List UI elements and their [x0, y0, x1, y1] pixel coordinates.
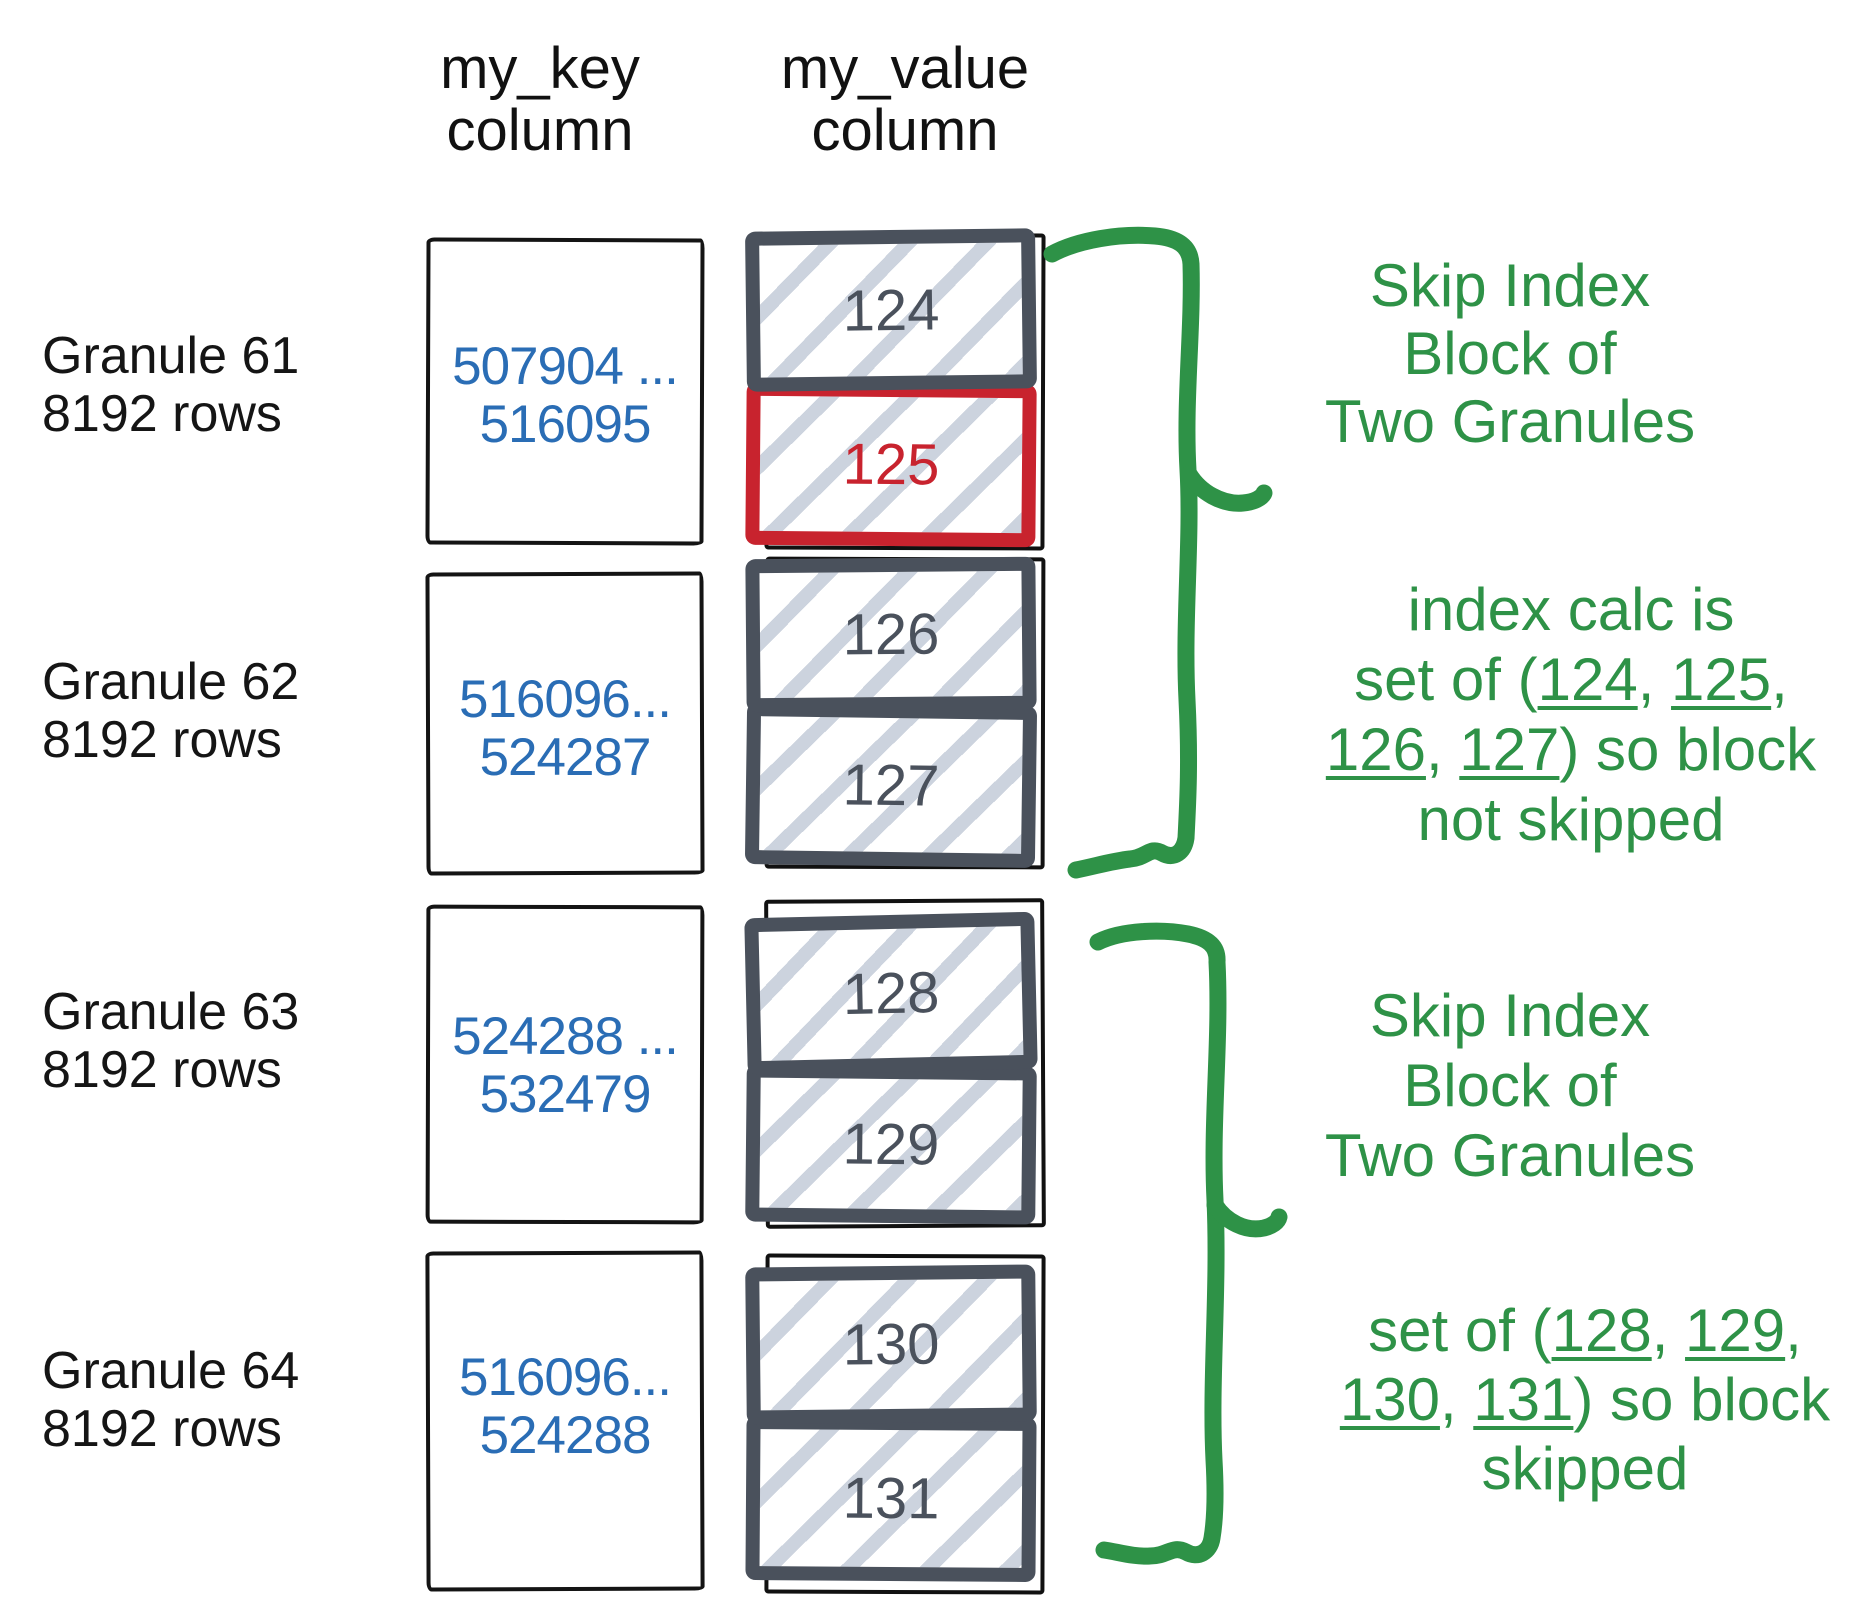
granule-63-key-from: 524288 ... — [452, 1007, 679, 1066]
value-block-130: 130 — [745, 1264, 1037, 1425]
my-key-header-line1: my_key — [440, 36, 640, 101]
value-block-131-label: 131 — [842, 1465, 940, 1532]
skip-block-2-title: Skip Index Block of Two Granules — [1230, 981, 1790, 1191]
granule-61-rows: 8192 rows — [42, 385, 282, 443]
underlined-value-126: 126 — [1325, 716, 1426, 783]
underlined-value-128: 128 — [1551, 1297, 1652, 1364]
granule-62-key-to: 524287 — [479, 728, 652, 787]
brace-pointer-icon-1 — [1180, 465, 1273, 512]
my-value-header-line1: my_value — [780, 36, 1030, 101]
granule-63-rows: 8192 rows — [42, 1041, 282, 1099]
granule-63-name: Granule 63 — [42, 983, 300, 1041]
curly-brace-icon-granules-63-64 — [1089, 922, 1227, 1565]
skip-block-1-title-line2: Block of — [1403, 320, 1617, 387]
brace-pointer-icon-2 — [1206, 1196, 1288, 1238]
curly-brace-icon-granules-61-62 — [1043, 226, 1200, 879]
value-block-127-label: 127 — [842, 751, 940, 819]
skip-block-1-explanation: index calc is set of (124, 125, 126, 127… — [1291, 575, 1851, 855]
separator: , — [1785, 1297, 1802, 1364]
value-block-128: 128 — [744, 911, 1038, 1076]
granule-61-name: Granule 61 — [42, 327, 300, 385]
granule-62-label: Granule 62 8192 rows — [42, 653, 299, 769]
underlined-value-129: 129 — [1685, 1297, 1786, 1364]
value-block-127: 127 — [744, 701, 1038, 869]
value-block-126-label: 126 — [842, 601, 940, 668]
granule-64-name: Granule 64 — [42, 1342, 300, 1400]
set-close-text: ) so block — [1559, 716, 1817, 783]
skip-block-1-title: Skip Index Block of Two Granules — [1230, 252, 1790, 456]
my-key-header-line2: column — [446, 98, 634, 163]
granule-62-key-from: 516096... — [458, 670, 672, 729]
separator: , — [1439, 1366, 1474, 1433]
skip-block-1-result: not skipped — [1417, 786, 1725, 853]
separator: , — [1637, 646, 1672, 713]
granule-64-rows: 8192 rows — [42, 1400, 282, 1458]
granule-62-key-range: 516096... 524287 — [426, 671, 704, 787]
skip-block-1-set-line-b: 126, 127) so block — [1291, 715, 1851, 785]
skip-block-2-explanation: set of (128, 129, 130, 131) so block ski… — [1305, 1296, 1859, 1503]
separator: , — [1651, 1297, 1686, 1364]
set-close-text: ) so block — [1573, 1366, 1831, 1433]
granule-61-key-to: 516095 — [479, 395, 652, 454]
granule-61-label: Granule 61 8192 rows — [42, 327, 299, 443]
underlined-value-125: 125 — [1671, 646, 1772, 713]
value-block-126: 126 — [745, 556, 1037, 713]
set-text: set of ( — [1368, 1297, 1552, 1364]
set-text: set of ( — [1354, 646, 1538, 713]
skip-block-1-set-line-a: set of (124, 125, — [1291, 645, 1851, 715]
granule-62-rows: 8192 rows — [42, 711, 282, 769]
my-value-column-header: my_value column — [705, 38, 1105, 162]
underlined-value-131: 131 — [1473, 1366, 1574, 1433]
skip-block-1-title-line3: Two Granules — [1324, 388, 1696, 455]
skip-block-1-title-line1: Skip Index — [1369, 252, 1651, 319]
value-block-124: 124 — [745, 228, 1037, 392]
skip-block-2-title-line3: Two Granules — [1324, 1122, 1696, 1189]
separator: , — [1425, 716, 1460, 783]
value-block-130-label: 130 — [842, 1311, 940, 1378]
value-block-131: 131 — [745, 1414, 1037, 1583]
skip-block-2-title-line1: Skip Index — [1369, 982, 1651, 1049]
granule-64-key-range: 516096... 524288 — [426, 1349, 704, 1465]
my-value-header-line2: column — [811, 98, 999, 163]
underlined-value-124: 124 — [1537, 646, 1638, 713]
value-block-128-label: 128 — [841, 959, 941, 1028]
skip-block-1-calc-line: index calc is — [1407, 576, 1735, 643]
value-block-125-highlighted: 125 — [745, 381, 1037, 548]
skip-block-2-result: skipped — [1481, 1435, 1689, 1502]
value-block-124-label: 124 — [842, 276, 940, 344]
granule-63-key-to: 532479 — [479, 1065, 652, 1124]
granule-61-key-from: 507904 ... — [452, 337, 679, 396]
separator: , — [1771, 646, 1788, 713]
granule-64-key-from: 516096... — [458, 1348, 672, 1407]
my-key-column-header: my_key column — [340, 38, 740, 162]
value-block-129: 129 — [745, 1063, 1037, 1225]
granule-62-name: Granule 62 — [42, 653, 300, 711]
granule-63-label: Granule 63 8192 rows — [42, 983, 299, 1099]
granule-61-key-range: 507904 ... 516095 — [426, 338, 704, 454]
skip-block-2-set-line-a: set of (128, 129, — [1305, 1296, 1859, 1365]
value-block-129-label: 129 — [842, 1110, 940, 1178]
underlined-value-130: 130 — [1339, 1366, 1440, 1433]
granule-64-label: Granule 64 8192 rows — [42, 1342, 299, 1458]
granule-64-key-to: 524288 — [479, 1406, 652, 1465]
skip-block-2-set-line-b: 130, 131) so block — [1305, 1365, 1859, 1434]
granule-63-key-range: 524288 ... 532479 — [426, 1008, 704, 1124]
value-block-125-label: 125 — [842, 431, 940, 498]
underlined-value-127: 127 — [1459, 716, 1560, 783]
skip-block-2-title-line2: Block of — [1403, 1052, 1617, 1119]
